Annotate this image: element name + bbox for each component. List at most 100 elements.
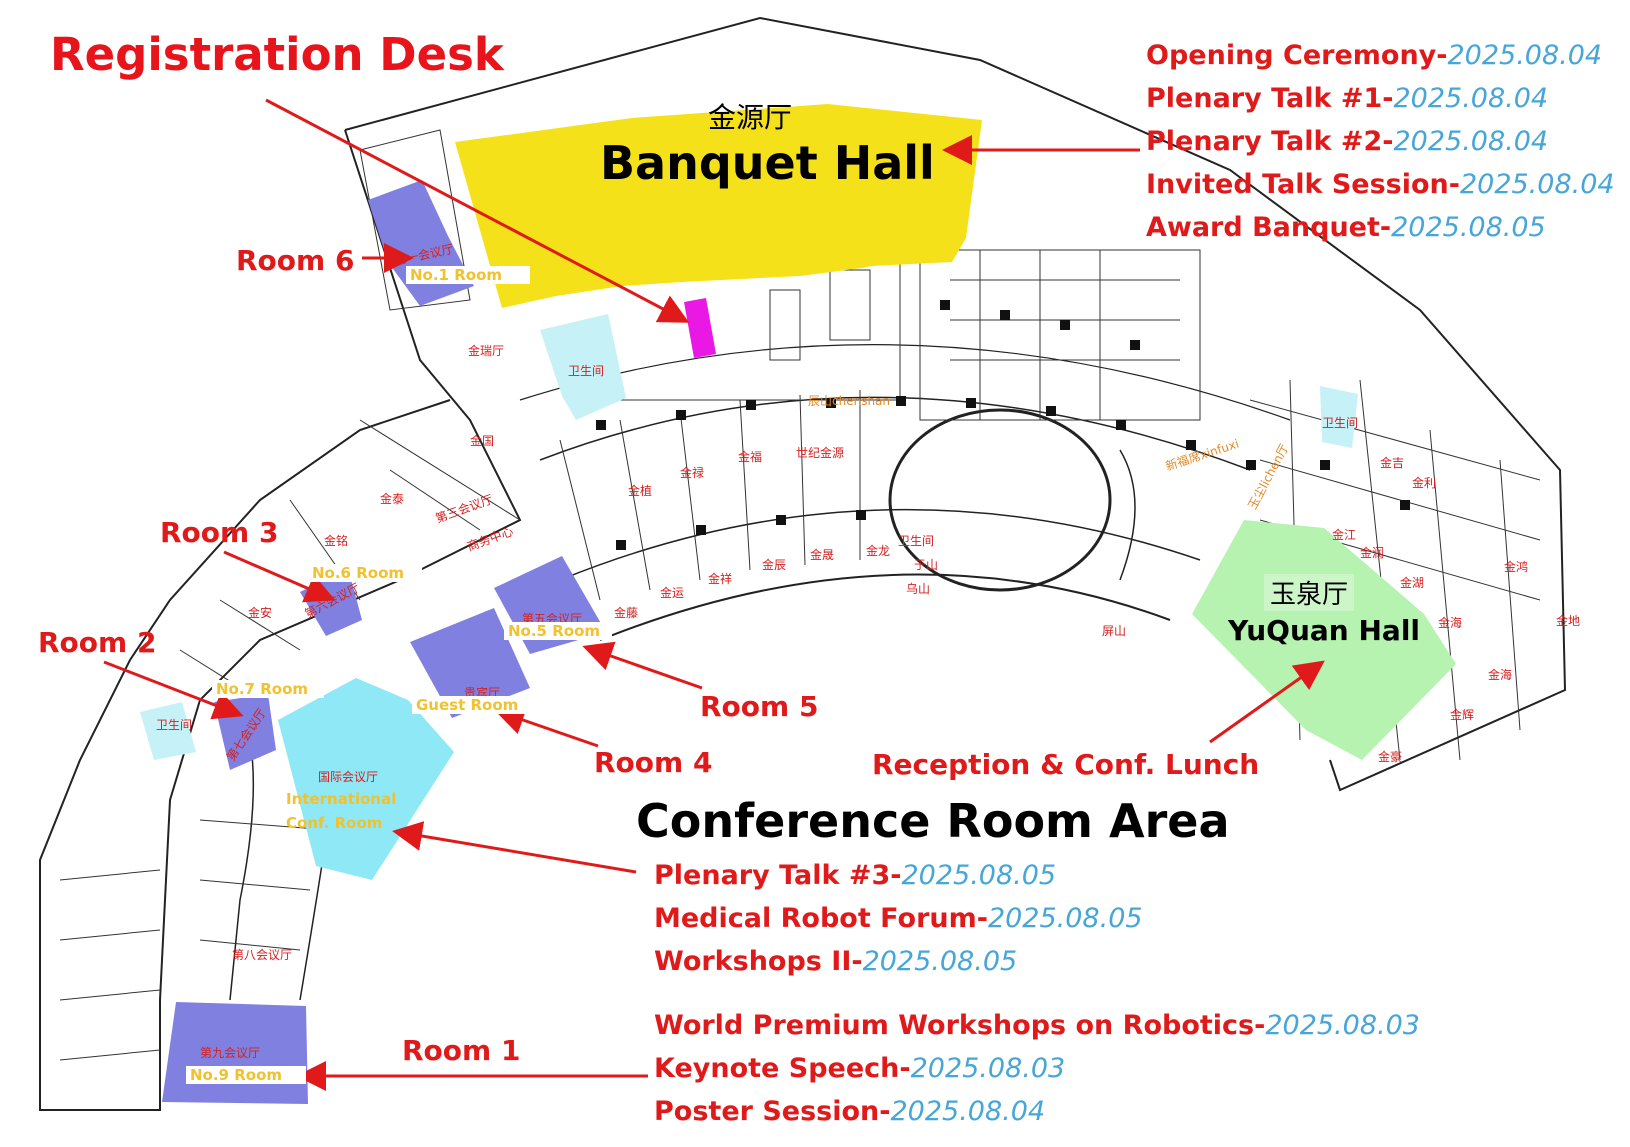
banquet-schedule-row: Plenary Talk #2-2025.08.04 [1146,120,1615,163]
yuquan-hall-label: YuQuan Hall [1228,614,1421,647]
schedule-event: Keynote Speech- [654,1053,911,1084]
room-3-label: Room 3 [160,516,279,549]
fp-pingshan: 屏山 [1102,624,1127,638]
fp-jinhu: 金禄 [680,466,705,480]
fp-guoji: 国际会议厅 [318,770,379,784]
fp-jinxiang: 金祥 [708,572,733,586]
fp-jinchen: 金辰 [762,558,787,572]
fp-dibahuiyi: 第八会议厅 [232,948,293,962]
room-4-label: Room 4 [594,746,713,779]
arrow-room-4 [494,705,599,748]
fp-jinfu: 金福 [738,450,763,464]
tag-international: International [286,790,397,808]
schedule-event: Plenary Talk #2- [1146,126,1394,157]
fp-jinhai: 金海 [1438,616,1463,630]
fp-dijiuhuiyi: 第九会议厅 [200,1046,261,1060]
registration-desk-area[interactable] [684,298,716,358]
fp-shiji: 世纪金源 [796,446,845,460]
fp-jinsheng: 金晟 [810,548,835,562]
fp-yushan: 于山 [914,558,939,572]
international-schedule-row: Workshops II-2025.08.05 [654,940,1143,983]
fp-jinteng: 金藤 [614,606,639,620]
fp-jinzhi: 金植 [628,484,653,498]
international-schedule: Plenary Talk #3-2025.08.05 Medical Robot… [654,854,1143,983]
schedule-event: World Premium Workshops on Robotics- [654,1010,1266,1041]
arrow-room-5 [582,641,703,690]
fp-jinhai2: 金海 [1488,668,1513,682]
tag-no1-room: No.1 Room [406,266,530,284]
restroom-area-west[interactable] [140,702,196,760]
schedule-date: 2025.08.05 [901,860,1057,891]
fp-jinhao: 金豪 [1378,750,1403,764]
banquet-schedule-row: Award Banquet-2025.08.05 [1146,206,1615,249]
fp-restroom-4: 卫生间 [898,534,935,548]
schedule-date: 2025.08.03 [910,1053,1066,1084]
banquet-schedule: Opening Ceremony-2025.08.04 Plenary Talk… [1146,34,1615,249]
international-conf-room-area[interactable] [278,678,454,880]
fp-jinrui: 金瑞厅 [468,344,505,358]
registration-desk-label: Registration Desk [50,28,504,81]
fp-jinming: 金铭 [324,534,349,548]
schedule-date: 2025.08.04 [1393,83,1549,114]
international-schedule-row: Plenary Talk #3-2025.08.05 [654,854,1143,897]
reception-label: Reception & Conf. Lunch [872,748,1260,781]
fp-jinhong: 金鸿 [1504,560,1529,574]
schedule-date: 2025.08.04 [1447,40,1603,71]
structural-columns [596,300,1410,550]
schedule-event: Opening Ceremony- [1146,40,1448,71]
room1-schedule-row: Keynote Speech-2025.08.03 [654,1047,1420,1090]
banquet-schedule-row: Plenary Talk #1-2025.08.04 [1146,77,1615,120]
room1-schedule-row: World Premium Workshops on Robotics-2025… [654,1004,1420,1047]
fp-jinlong: 金龙 [866,544,891,558]
room1-schedule-row: Poster Session-2025.08.04 [654,1090,1420,1133]
room-1-label: Room 1 [402,1034,521,1067]
tag-no6-room: No.6 Room [308,564,422,582]
arrow-reception [1209,660,1325,744]
fp-restroom-2: 卫生间 [1322,416,1359,430]
fp-restroom-3: 卫生间 [156,718,193,732]
annotation-arrows [103,98,1325,1091]
schedule-event: Medical Robot Forum- [654,903,988,934]
fp-jinguo: 金国 [470,434,495,448]
arrow-room-3 [223,550,336,603]
schedule-event: Workshops II- [654,946,863,977]
tag-guest-room: Guest Room [412,696,534,714]
fp-jinhui: 金辉 [1450,708,1475,722]
fp-restroom-1: 卫生间 [568,364,605,378]
schedule-event: Poster Session- [654,1096,891,1127]
schedule-event: Plenary Talk #3- [654,860,902,891]
banquet-hall-cn-label: 金源厅 [708,101,793,134]
room-6-label: Room 6 [236,244,355,277]
building-outline [39,16,1567,1111]
schedule-event: Invited Talk Session- [1146,169,1460,200]
fp-jinan: 金安 [248,606,273,620]
fp-jinhu2: 金湖 [1400,576,1425,590]
schedule-date: 2025.08.03 [1265,1010,1420,1041]
schedule-event: Plenary Talk #1- [1146,83,1394,114]
room-4-area[interactable] [410,608,530,718]
fp-jinli: 金利 [1412,476,1437,490]
tag-no7-room: No.7 Room [212,680,324,698]
fp-jinyun: 金运 [660,586,685,600]
arrow-room-2 [103,660,244,720]
schedule-date: 2025.08.05 [1391,212,1546,243]
international-schedule-row: Medical Robot Forum-2025.08.05 [654,897,1143,940]
schedule-date: 2025.08.04 [890,1096,1046,1127]
room-5-label: Room 5 [700,690,819,723]
fp-chenshan: 辰山chenshan [808,394,891,408]
conference-area-label: Conference Room Area [636,794,1230,848]
banquet-hall-label: Banquet Hall [600,136,935,190]
tag-no5-room: No.5 Room [504,622,612,640]
fp-jinrun: 金润 [1360,546,1385,560]
restroom-area-north[interactable] [540,314,626,420]
banquet-hall-area[interactable] [455,104,982,308]
room-2-label: Room 2 [38,626,157,659]
fp-wushan: 乌山 [906,582,931,596]
room-6-area[interactable] [368,180,474,306]
schedule-date: 2025.08.04 [1459,169,1615,200]
schedule-event: Award Banquet- [1146,212,1392,243]
banquet-schedule-row: Opening Ceremony-2025.08.04 [1146,34,1615,77]
fp-jinjiang: 金江 [1332,528,1357,542]
yuquan-hall-area[interactable] [1192,520,1456,760]
restroom-area-east[interactable] [1320,386,1358,448]
